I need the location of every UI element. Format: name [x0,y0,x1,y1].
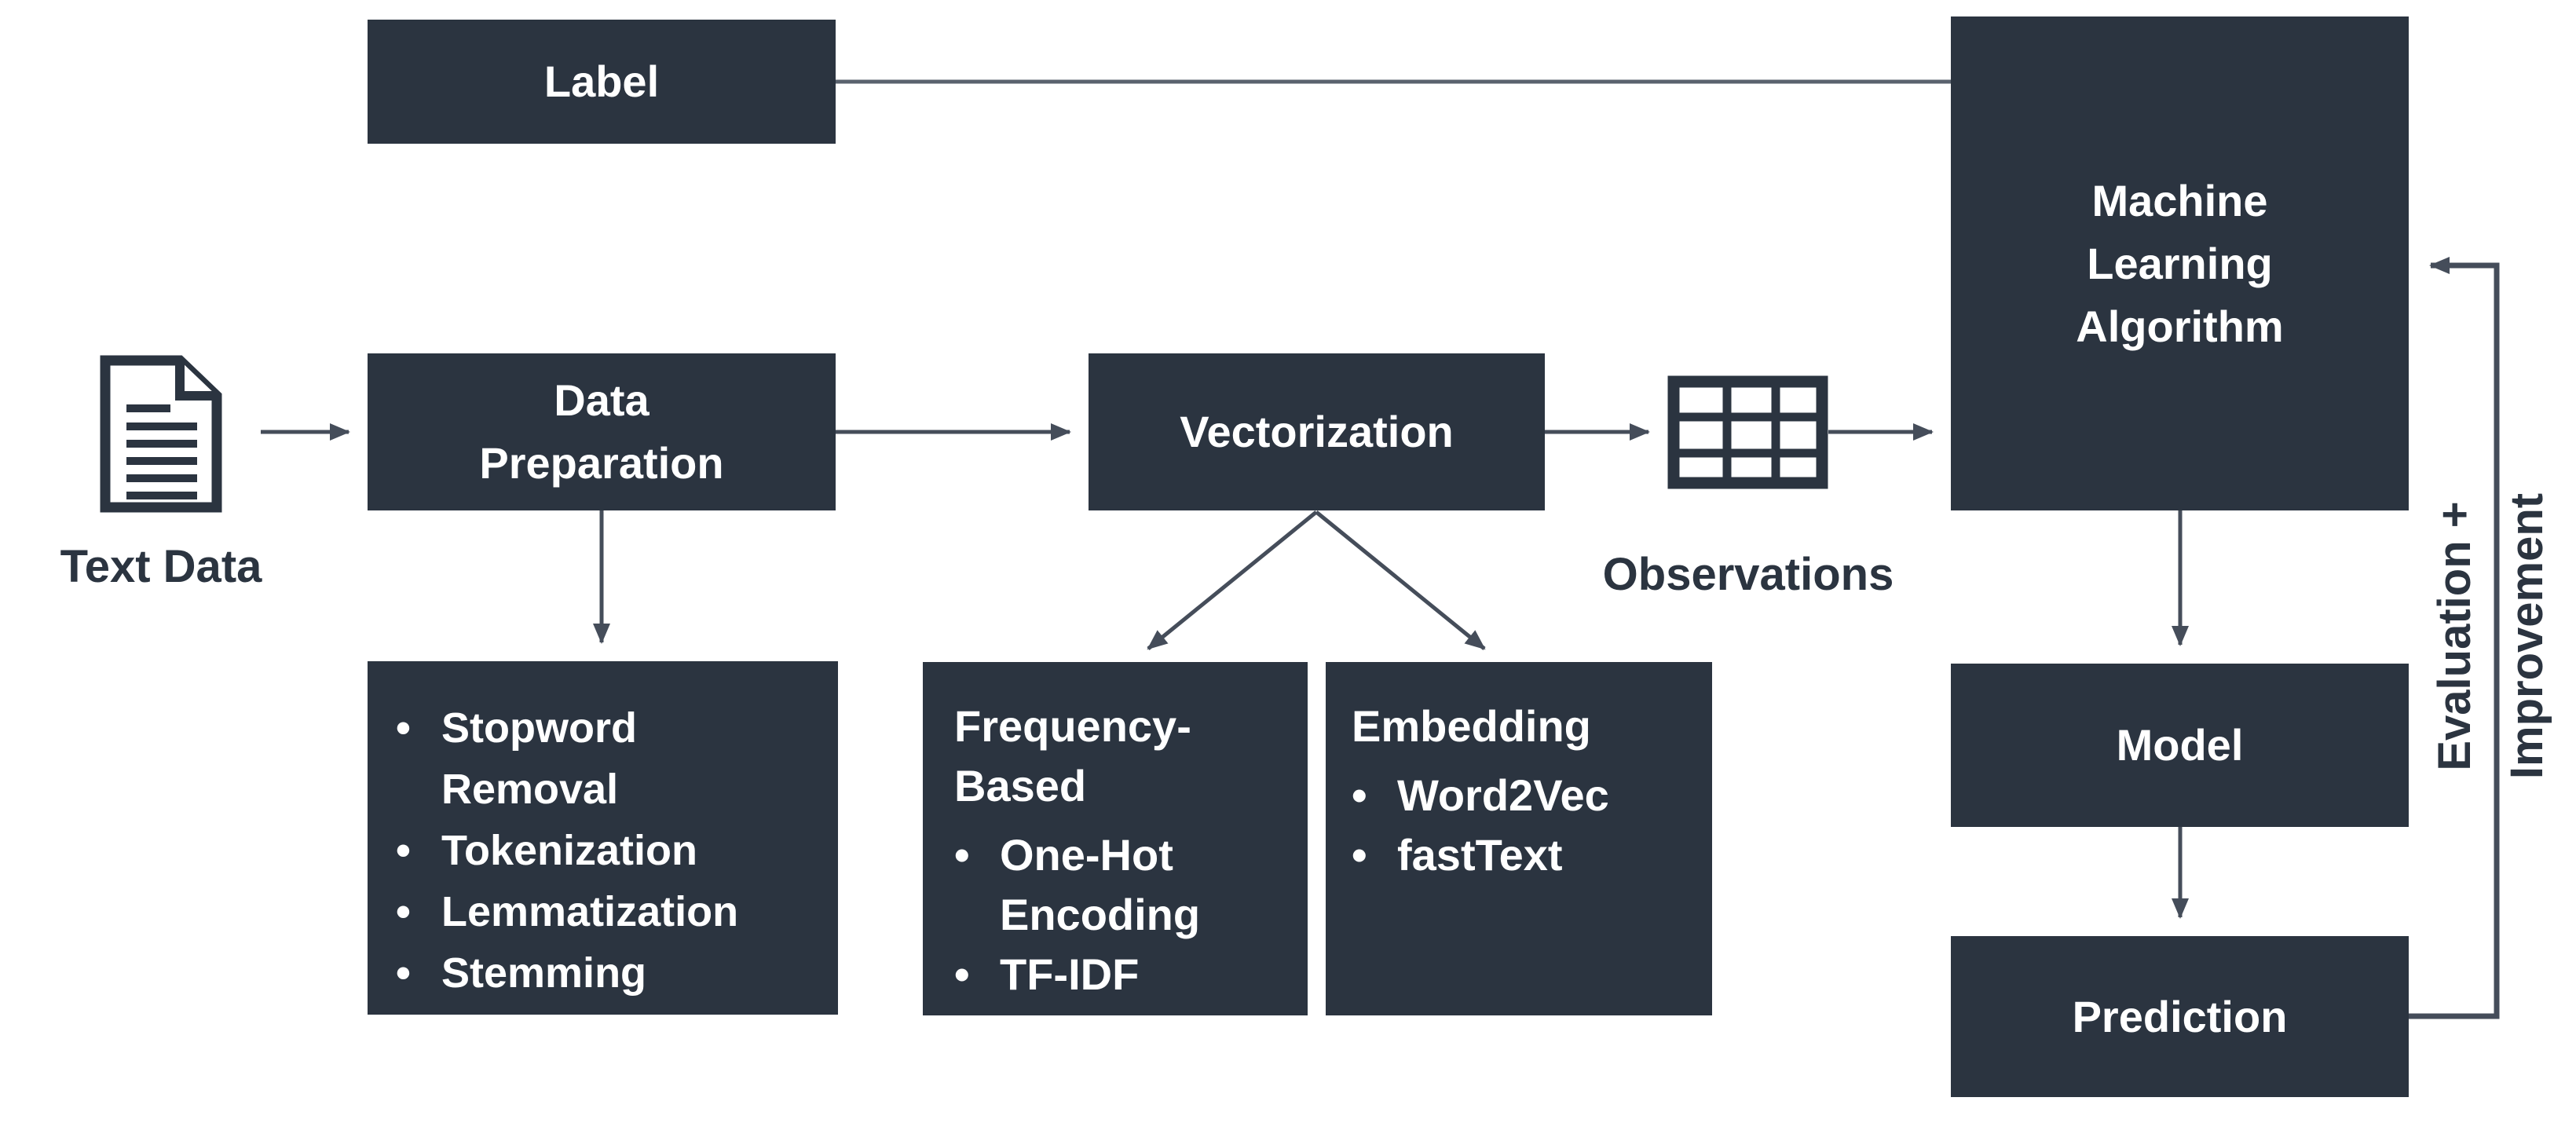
list-item: •One-Hot Encoding [954,825,1297,945]
vectorization-to-frequency-arrow [1147,510,1318,650]
document-icon [98,353,224,514]
bullet-dot: • [1352,770,1367,820]
list-item: •TF-IDF [954,945,1297,1004]
feedback-label: Evaluation + Improvement [2419,432,2563,840]
data-preparation-title: Data Preparation [479,375,724,488]
feedback-label-line2: Improvement [2501,492,2552,780]
label-node-title: Label [543,57,660,106]
bullet-dot: • [954,830,970,880]
frequency-based-list: •One-Hot Encoding •TF-IDF [954,825,1297,1004]
vectorization-node: Vectorization [1089,353,1545,510]
model-title: Model [2116,720,2244,770]
observations-caption: Observations [1602,549,1894,600]
embedding-heading: Embedding [1352,701,1591,751]
list-item: •Stemming [396,942,822,1004]
list-item: •Lemmatization [396,881,822,942]
list-item: •fastText [1352,825,1701,885]
feedback-loop-arrow [2409,257,2500,1019]
bullet-dot: • [396,827,411,874]
bullet-dot: • [396,949,411,997]
ml-algorithm-node: Machine Learning Algorithm [1951,16,2409,510]
table-grid-icon [1667,375,1828,489]
embedding-node: Embedding •Word2Vec •fastText [1326,662,1712,1015]
bullet-dot: • [396,888,411,935]
data-preparation-node: Data Preparation [368,353,836,510]
bullet-dot: • [396,704,411,752]
ml-algorithm-title: Machine Learning Algorithm [2076,175,2284,351]
prediction-title: Prediction [2072,991,2288,1041]
preparation-steps-node: •Stopword Removal •Tokenization •Lemmati… [368,661,838,1015]
embedding-list: •Word2Vec •fastText [1352,766,1701,885]
frequency-based-heading: Frequency-Based [954,701,1191,810]
prediction-node: Prediction [1951,936,2409,1097]
frequency-based-node: Frequency-Based •One-Hot Encoding •TF-ID… [923,662,1308,1015]
list-item: •Tokenization [396,820,822,881]
feedback-label-line1: Evaluation + [2429,501,2480,771]
vectorization-to-embedding-arrow [1315,510,1486,650]
label-node: Label [368,20,836,144]
list-item: •Word2Vec [1352,766,1701,825]
vectorization-title: Vectorization [1180,407,1454,456]
list-item: •Stopword Removal [396,697,822,820]
bullet-dot: • [1352,830,1367,880]
bullet-dot: • [954,949,970,999]
preparation-steps-list: •Stopword Removal •Tokenization •Lemmati… [396,697,822,1004]
model-node: Model [1951,664,2409,827]
text-data-caption: Text Data [60,541,262,592]
